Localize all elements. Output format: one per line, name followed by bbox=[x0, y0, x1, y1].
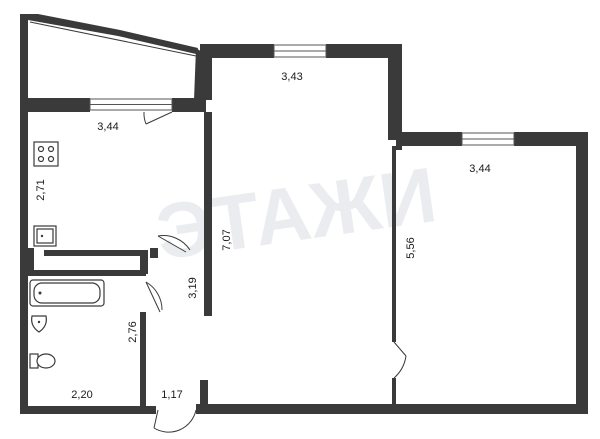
washbasin-icon bbox=[31, 315, 47, 333]
toilet-icon bbox=[29, 353, 56, 369]
wall-hall-room-upper bbox=[388, 44, 402, 140]
dim-room-height: 5,56 bbox=[405, 237, 417, 258]
wall-bath-top bbox=[28, 270, 146, 276]
wall-hall-corner bbox=[202, 58, 212, 100]
walls bbox=[20, 14, 588, 414]
dim-hall-height: 7,07 bbox=[221, 229, 233, 250]
dim-corridor-height: 3,19 bbox=[187, 277, 199, 298]
window-kitchen bbox=[89, 98, 173, 111]
window-room bbox=[461, 132, 515, 146]
wall-bath-box bbox=[140, 250, 148, 274]
wall-bath-right bbox=[140, 312, 146, 408]
dim-room-width: 3,44 bbox=[469, 163, 490, 175]
wall-hall-top-left bbox=[200, 44, 274, 58]
balcony-glazing bbox=[29, 21, 197, 57]
wall-balcony-kitchen-right bbox=[172, 98, 206, 112]
wall-balcony-kitchen-left bbox=[28, 98, 90, 112]
wall-right bbox=[576, 132, 588, 414]
door-entrance bbox=[153, 409, 197, 433]
door-room bbox=[393, 341, 407, 379]
wall-bath-top-inner bbox=[44, 250, 148, 256]
wall-hall-top-right bbox=[326, 44, 402, 58]
dim-entrance-width: 1,17 bbox=[161, 389, 182, 401]
dim-kitchen-height: 2,71 bbox=[35, 179, 47, 200]
dim-balcony-width: 3,44 bbox=[97, 121, 118, 133]
wall-kitchen-bath bbox=[28, 248, 34, 274]
dim-bathroom-height: 2,76 bbox=[127, 321, 139, 342]
wall-kitchen-hall bbox=[204, 112, 212, 316]
door-bathroom bbox=[145, 281, 163, 313]
wall-kitchen-stub bbox=[150, 248, 158, 258]
watermark: ЭТАЖИ bbox=[151, 150, 442, 276]
wall-room-top-left bbox=[396, 132, 462, 146]
dim-bathroom-width: 2,20 bbox=[71, 389, 92, 401]
wall-balcony-top bbox=[28, 14, 198, 54]
window-hall bbox=[273, 44, 327, 58]
wall-room-top-right bbox=[514, 132, 588, 146]
door-kitchen bbox=[157, 235, 191, 253]
wall-bottom-right bbox=[196, 404, 588, 414]
kitchen-sink-icon bbox=[33, 225, 57, 247]
dim-hall-width: 3,43 bbox=[281, 71, 302, 83]
wall-bottom-left bbox=[20, 406, 156, 414]
wall-partition-room bbox=[392, 146, 396, 342]
door-balcony bbox=[143, 111, 173, 125]
wall-entrance-post bbox=[200, 380, 208, 410]
wall-left bbox=[20, 14, 28, 414]
stove-icon bbox=[33, 141, 59, 167]
bathtub-icon bbox=[29, 279, 105, 307]
wall-partition-room-low bbox=[392, 378, 396, 406]
